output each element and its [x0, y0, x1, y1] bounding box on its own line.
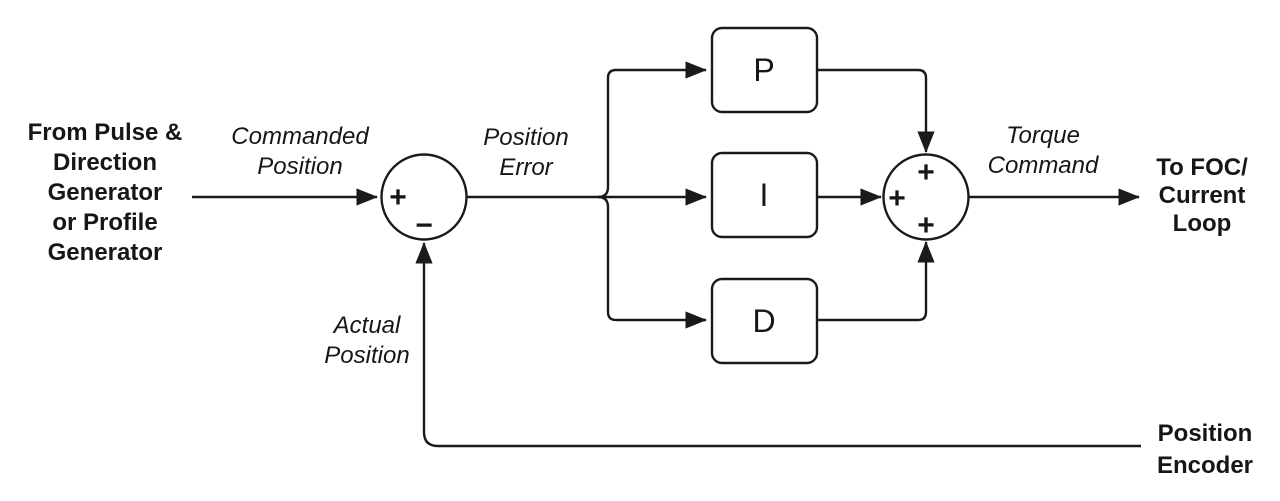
output-summing-junction — [882, 153, 970, 241]
commanded-position-line: Commanded — [231, 123, 369, 150]
position-error-label: Position Error — [483, 124, 568, 181]
source-label: From Pulse & Direction Generator or Prof… — [28, 119, 183, 266]
output-sum-left-plus-sign: + — [888, 182, 906, 215]
input-sum-plus-sign: + — [389, 181, 407, 214]
encoder-label: Position Encoder — [1157, 420, 1253, 479]
source-label-line: or Profile — [52, 209, 157, 236]
d-block-label: D — [752, 303, 775, 339]
d-to-sum-wire — [817, 241, 935, 322]
d-block — [710, 277, 819, 365]
destination-label-line: Loop — [1173, 210, 1232, 237]
i-block — [710, 151, 819, 239]
destination-label: To FOC/ Current Loop — [1156, 154, 1248, 237]
source-label-line: Generator — [48, 179, 163, 206]
source-label-line: From Pulse & — [28, 119, 183, 146]
torque-command-line: Command — [988, 152, 1099, 179]
actual-position-line: Position — [324, 342, 409, 369]
error-branch-up-wire — [597, 61, 707, 199]
p-block-label: P — [753, 52, 774, 88]
output-sum-top-plus-sign: + — [917, 156, 935, 189]
actual-position-label: Actual Position — [324, 312, 409, 369]
p-to-sum-wire — [817, 68, 935, 153]
input-sum-minus-sign: − — [415, 209, 433, 242]
destination-label-line: To FOC/ — [1156, 154, 1248, 181]
error-branch-down-wire — [597, 195, 707, 329]
torque-command-line: Torque — [1006, 122, 1080, 149]
source-label-line: Direction — [53, 149, 157, 176]
encoder-label-line: Encoder — [1157, 452, 1253, 479]
encoder-label-line: Position — [1158, 420, 1253, 447]
position-error-line: Error — [499, 154, 553, 181]
p-block — [710, 26, 819, 114]
position-error-line: Position — [483, 124, 568, 151]
destination-label-line: Current — [1159, 182, 1246, 209]
source-label-line: Generator — [48, 239, 163, 266]
feedback-wire — [415, 242, 1141, 448]
commanded-position-line: Position — [257, 153, 342, 180]
input-summing-junction — [380, 153, 468, 241]
output-sum-bottom-plus-sign: + — [917, 209, 935, 242]
commanded-position-label: Commanded Position — [231, 123, 369, 180]
i-block-label: I — [760, 177, 769, 213]
torque-command-label: Torque Command — [988, 122, 1099, 179]
actual-position-line: Actual — [332, 312, 401, 339]
